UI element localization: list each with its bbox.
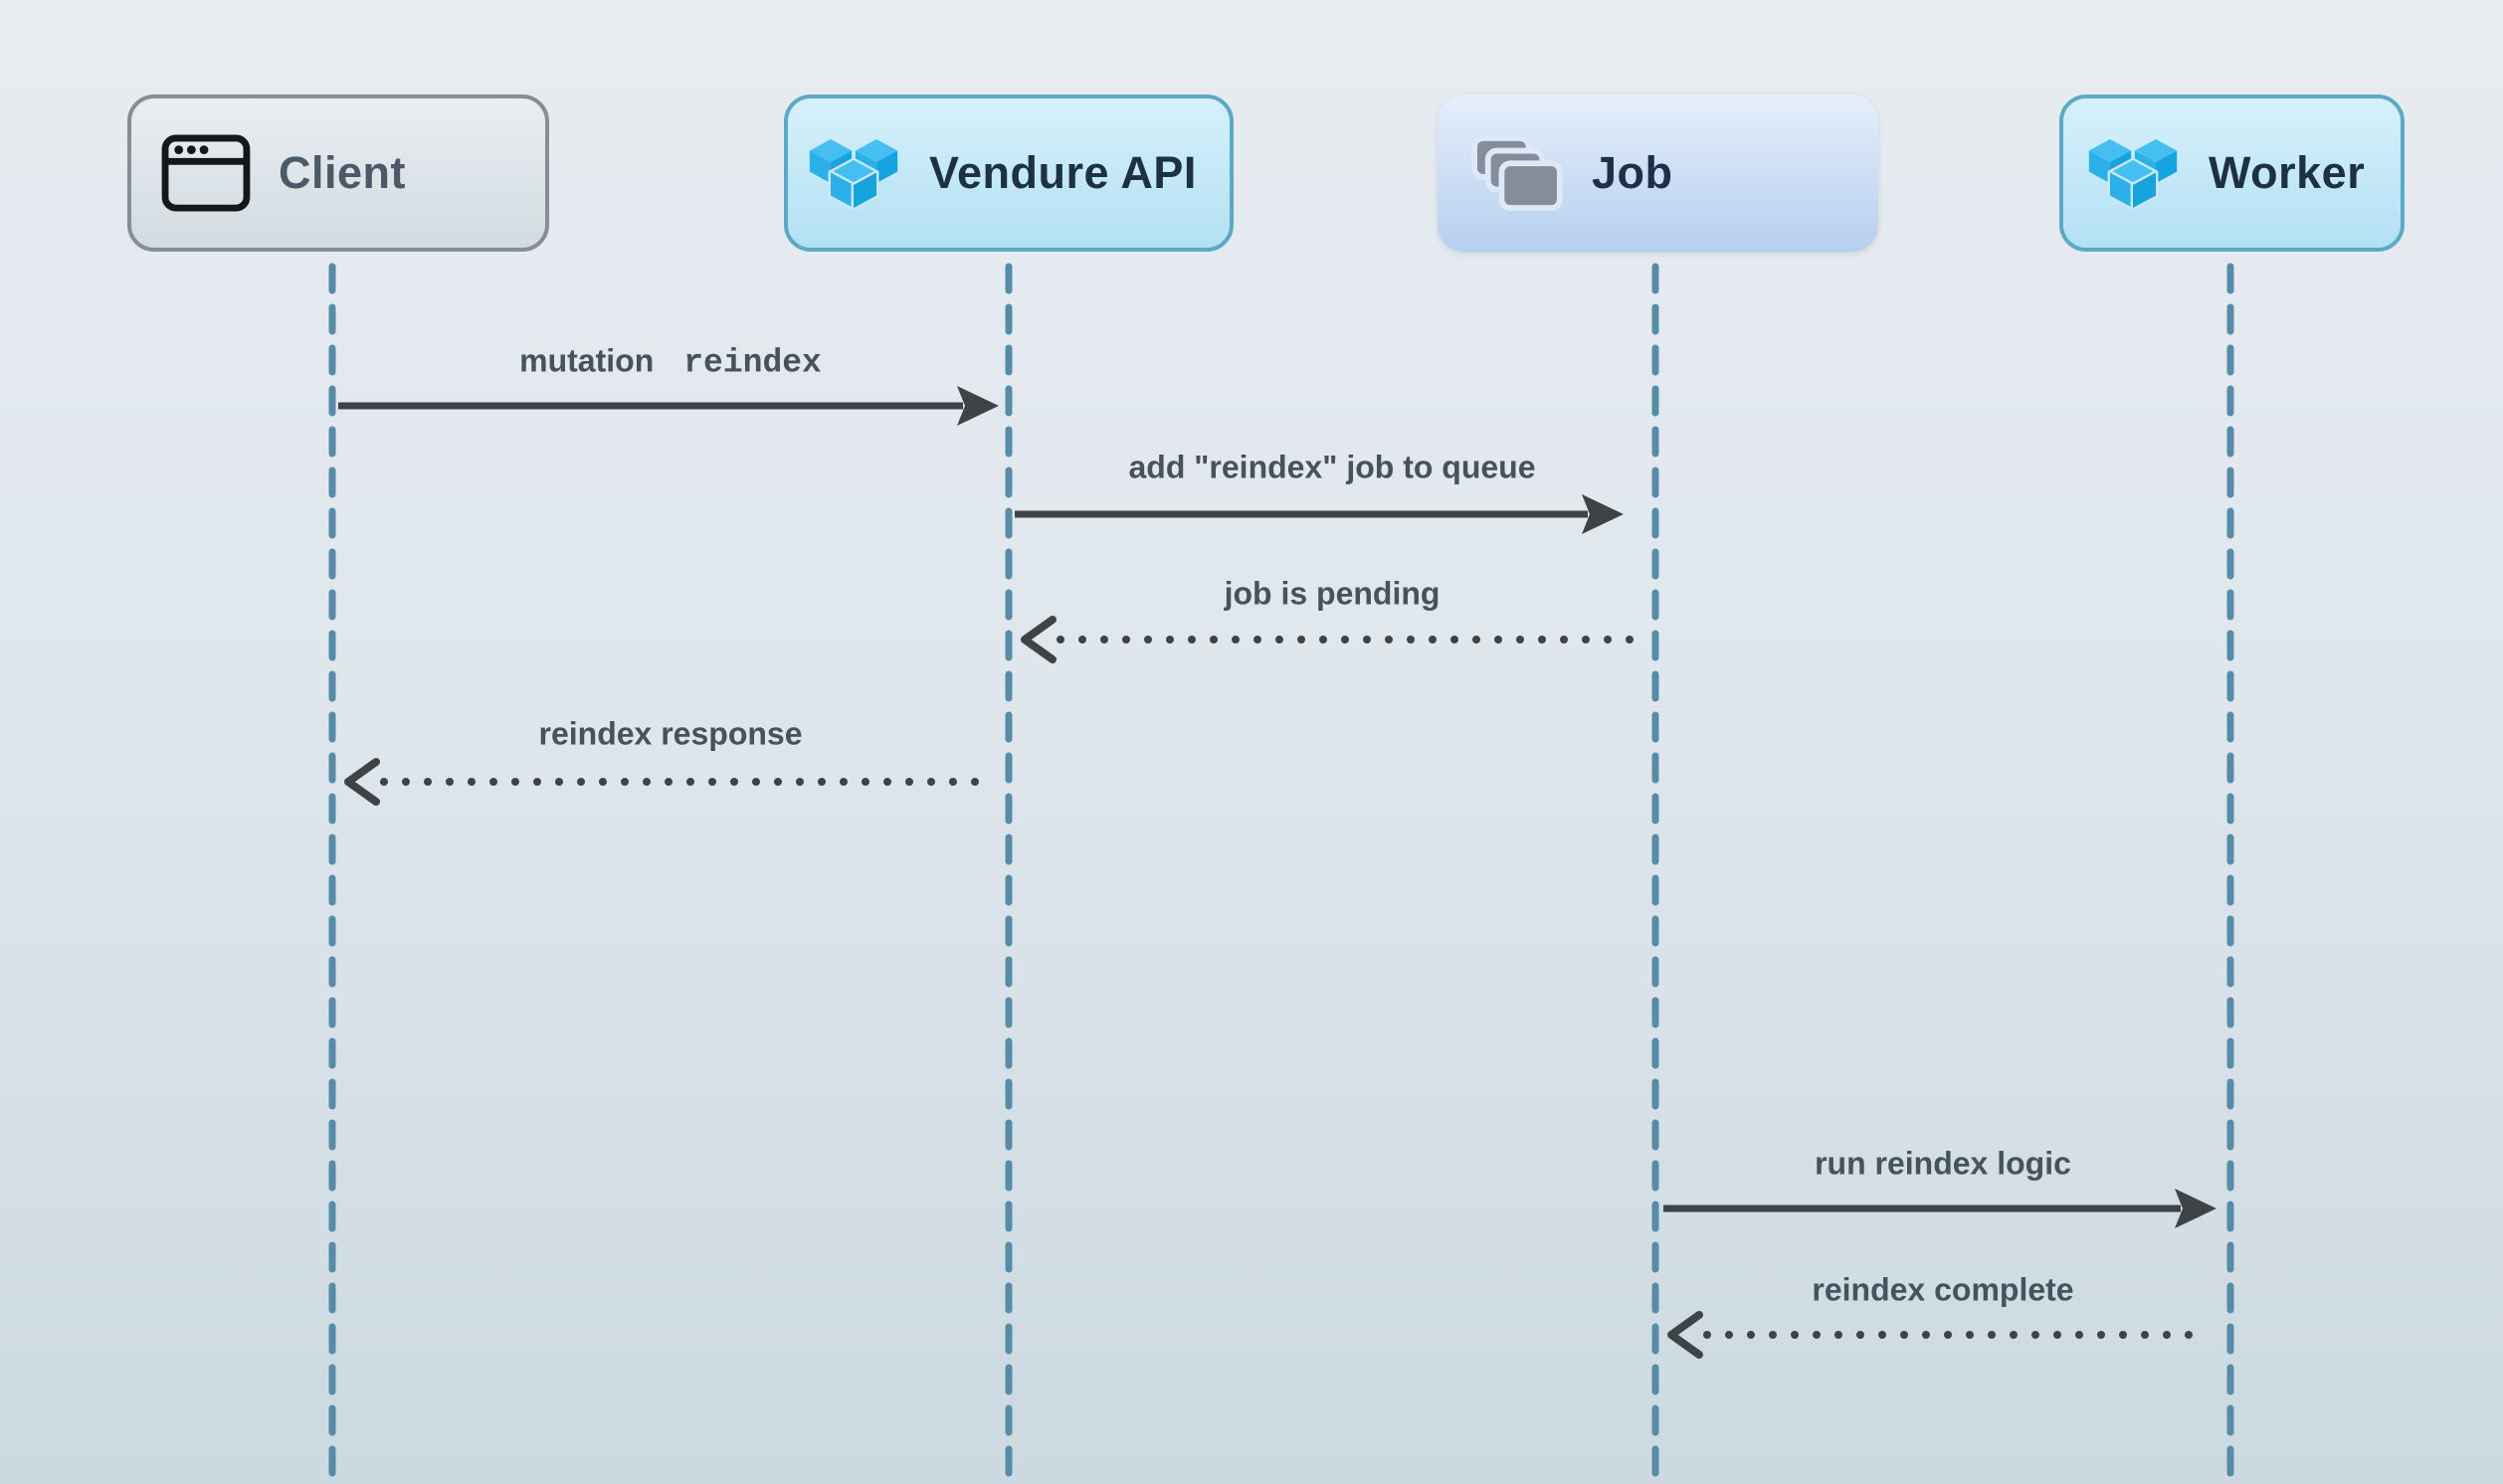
message-label-reindex-response: reindex response — [539, 716, 803, 753]
message-text: reindex response — [538, 715, 803, 752]
actor-vendure-api: Vendure API — [784, 94, 1234, 252]
message-text: add "reindex" job to queue — [1128, 449, 1536, 485]
actor-label-client: Client — [279, 147, 407, 198]
message-text: run reindex logic — [1815, 1145, 2071, 1182]
message-text: mutation — [519, 342, 655, 379]
vendure-logo-icon — [806, 134, 901, 213]
message-code-text: reindex — [683, 344, 822, 382]
arrow-reindex-response — [344, 758, 999, 806]
message-label-add-job-to-queue: add "reindex" job to queue — [1128, 450, 1535, 486]
message-text: reindex complete — [1812, 1271, 2074, 1308]
actor-label-vendure-api: Vendure API — [929, 147, 1197, 198]
stacked-cards-icon — [1470, 134, 1564, 212]
message-label-job-is-pending: job is pending — [1225, 576, 1441, 613]
message-label-reindex-complete: reindex complete — [1812, 1272, 2073, 1309]
actor-job: Job — [1438, 94, 1878, 252]
arrow-reindex-complete — [1667, 1311, 2207, 1359]
arrow-job-is-pending — [1021, 616, 1643, 663]
actor-worker: Worker — [2059, 94, 2405, 252]
arrow-run-reindex-logic — [1663, 1189, 2216, 1228]
arrow-add-job-to-queue — [1015, 494, 1624, 534]
message-label-run-reindex-logic: run reindex logic — [1815, 1146, 2071, 1183]
message-label-mutation-reindex: mutation reindex — [519, 343, 822, 382]
arrow-mutation-reindex — [338, 386, 999, 426]
actor-label-worker: Worker — [2209, 147, 2366, 198]
actor-label-job: Job — [1592, 147, 1673, 198]
browser-window-icon — [161, 134, 251, 212]
vendure-logo-icon — [2085, 134, 2181, 213]
message-text: job is pending — [1224, 575, 1441, 612]
actor-client: Client — [127, 94, 549, 252]
